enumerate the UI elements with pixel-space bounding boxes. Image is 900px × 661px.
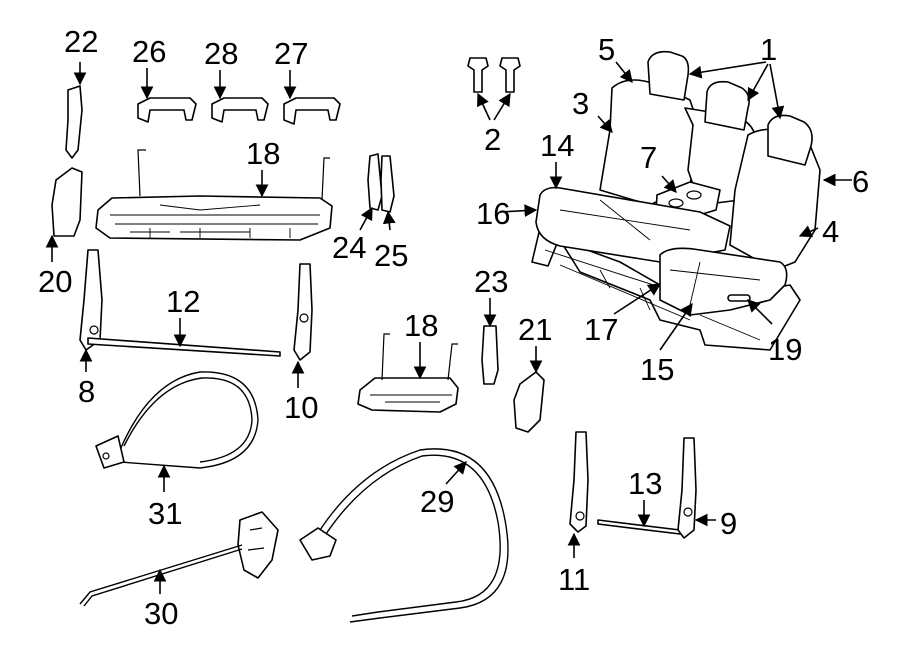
callout-18-top: 18 bbox=[246, 136, 280, 171]
callout-1: 1 bbox=[760, 32, 777, 67]
callout-28: 28 bbox=[204, 36, 238, 71]
bracket-23 bbox=[481, 325, 499, 385]
rear-seat-assembly bbox=[531, 50, 821, 351]
seat-cushion-left bbox=[535, 186, 731, 263]
callout-20: 20 bbox=[38, 264, 72, 299]
callout-17: 17 bbox=[584, 312, 618, 347]
callout-21: 21 bbox=[518, 312, 552, 347]
hinge-covers bbox=[137, 97, 341, 125]
callout-16: 16 bbox=[476, 196, 510, 231]
latch-brackets bbox=[367, 153, 395, 213]
cable-31 bbox=[95, 371, 259, 469]
callout-31: 31 bbox=[148, 496, 182, 531]
callout-27: 27 bbox=[274, 36, 308, 71]
callout-11: 11 bbox=[558, 562, 590, 597]
headrest-left bbox=[647, 50, 690, 101]
seat-frame-small bbox=[357, 333, 459, 413]
recliner-right-assembly bbox=[569, 431, 697, 539]
callout-26: 26 bbox=[132, 34, 166, 69]
callout-13: 13 bbox=[628, 466, 662, 501]
bracket-21 bbox=[513, 371, 545, 433]
callout-6: 6 bbox=[852, 164, 869, 199]
seat-frame-large bbox=[95, 149, 333, 241]
callout-9: 9 bbox=[720, 506, 737, 541]
callout-18-small: 18 bbox=[404, 308, 438, 343]
callout-30: 30 bbox=[144, 596, 178, 631]
cable-29 bbox=[299, 448, 509, 623]
callout-10: 10 bbox=[284, 390, 318, 425]
callout-8: 8 bbox=[78, 374, 95, 409]
callout-7: 7 bbox=[640, 140, 657, 175]
callout-22: 22 bbox=[64, 24, 98, 59]
callout-29: 29 bbox=[420, 484, 454, 519]
callout-4: 4 bbox=[822, 214, 839, 249]
callout-15: 15 bbox=[640, 352, 674, 387]
bracket-22 bbox=[65, 85, 83, 159]
cable-30 bbox=[79, 511, 279, 607]
callout-3: 3 bbox=[572, 86, 589, 121]
callout-19: 19 bbox=[768, 332, 802, 367]
callout-23: 23 bbox=[474, 264, 508, 299]
callout-12: 12 bbox=[166, 284, 200, 319]
callout-labels: 1 2 3 4 5 6 7 8 9 10 11 12 13 14 15 16 1… bbox=[38, 24, 869, 631]
callout-2: 2 bbox=[484, 122, 501, 157]
headrest-right bbox=[767, 114, 813, 166]
callout-5: 5 bbox=[598, 32, 615, 67]
leader-lines bbox=[45, 61, 852, 594]
callout-24: 24 bbox=[332, 230, 366, 265]
headrest-center bbox=[704, 80, 750, 131]
callout-14: 14 bbox=[540, 128, 574, 163]
callout-25: 25 bbox=[374, 238, 408, 273]
pins bbox=[467, 57, 521, 93]
bracket-20 bbox=[51, 167, 83, 237]
